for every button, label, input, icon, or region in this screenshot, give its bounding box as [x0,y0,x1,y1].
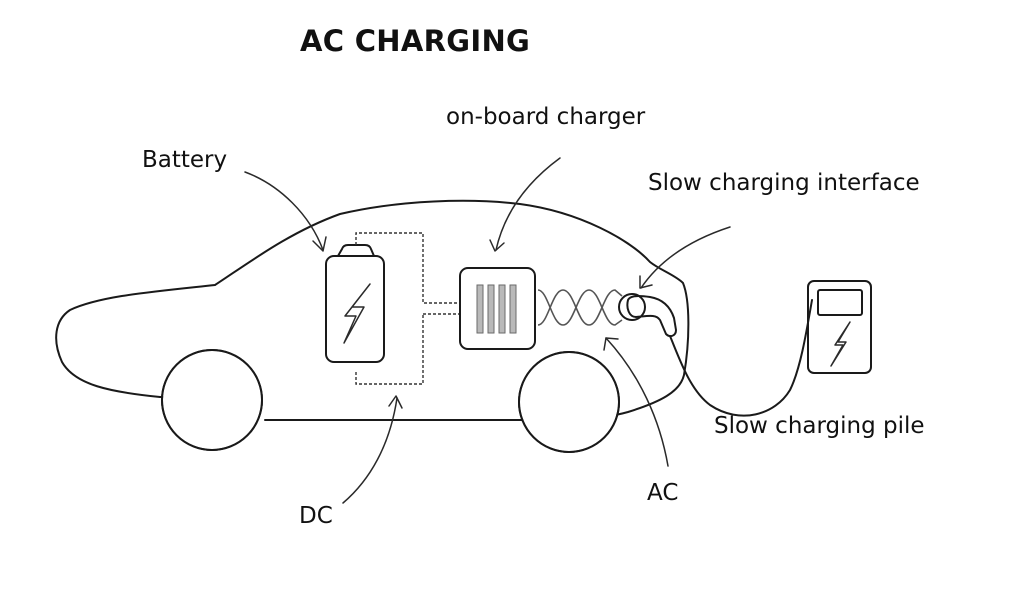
rear-wheel-rim [161,349,263,451]
front-wheel-fill [520,353,618,451]
charger-callout-arrow [495,157,561,251]
ac-callout-arrow [605,337,669,467]
slow-charging-pile-label: Slow charging pile [714,413,925,439]
interface-callout-arrow [640,226,731,289]
car-body-outline [55,199,690,421]
lightning-bolt-icon [343,283,371,344]
battery-icon [325,244,385,363]
charger-module-icon [459,267,536,350]
rear-wheel-fill [163,351,261,449]
dc-callout-arrow [342,397,398,504]
on-board-charger-label: on-board charger [446,104,646,130]
station-screen [817,289,863,316]
station-bolt-icon [830,321,851,367]
battery-callout-arrow [244,171,324,251]
charging-plug-icon [618,293,677,338]
callout-arrows [244,157,731,504]
battery-label: Battery [142,147,228,173]
charging-cable [669,299,813,417]
ac-twisted-wires [537,289,623,326]
diagram-title: AC CHARGING [300,24,531,58]
ac-label: AC [647,480,679,506]
slow-charging-interface-label: Slow charging interface [648,170,920,196]
charging-station-icon [807,280,872,374]
dc-wiring [355,232,460,385]
dc-label: DC [299,503,333,529]
front-wheel-rim [518,351,620,453]
